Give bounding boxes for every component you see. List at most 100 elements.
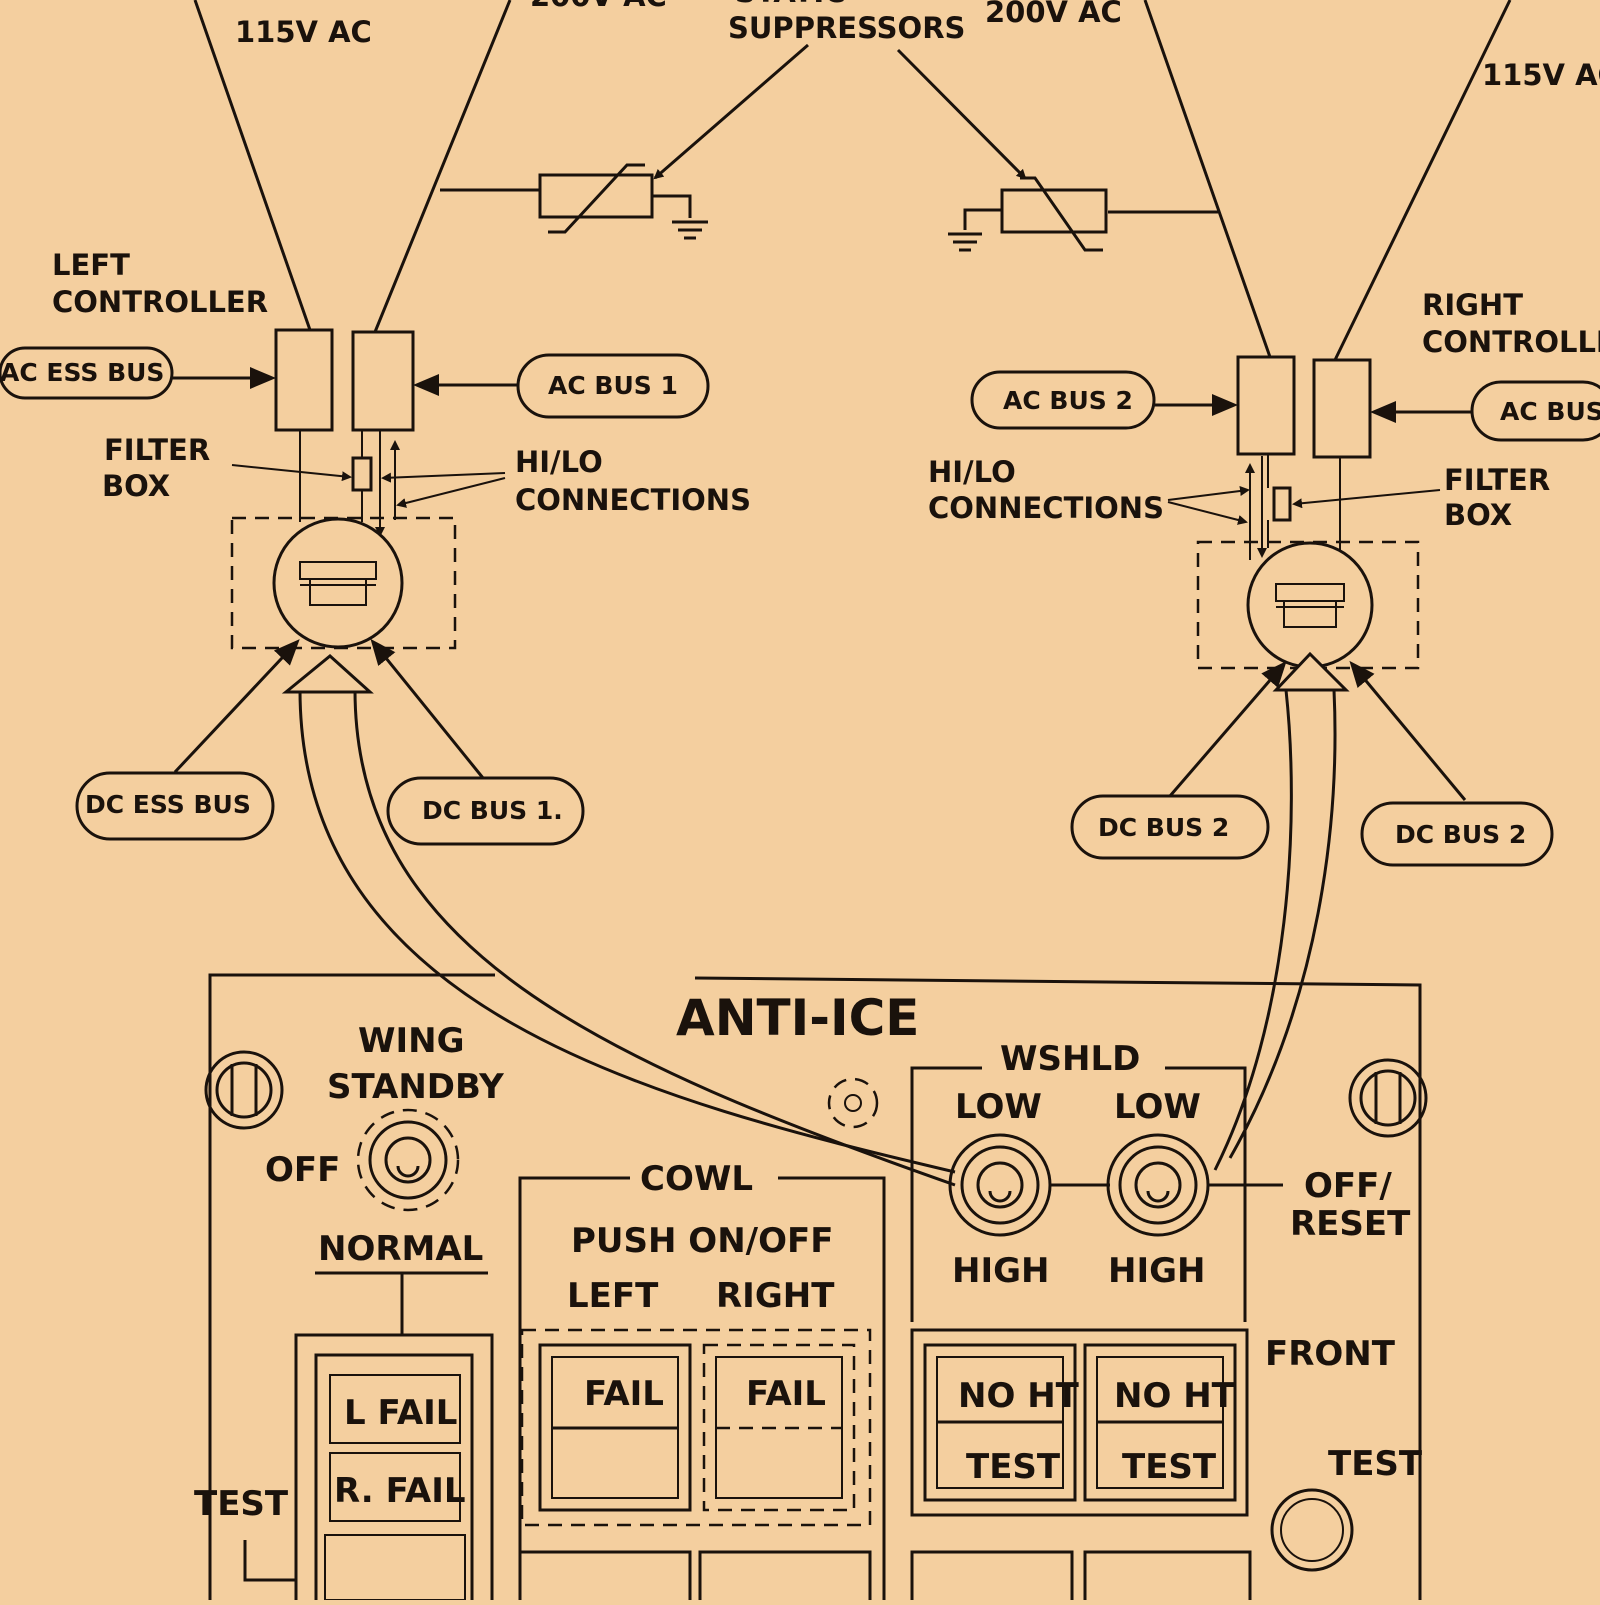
leader-right-filter [1292, 489, 1441, 509]
leader-suppressor-left [653, 43, 809, 180]
label-ac-ess-bus: AC ESS BUS [0, 358, 164, 387]
r-fail-light[interactable] [329, 1452, 461, 1522]
arrow-dc-ess-bus [173, 639, 300, 774]
wshld-knob-1[interactable] [948, 1133, 1052, 1237]
leader-left-hilo-1 [381, 472, 506, 483]
label-dc-bus-2-left: DC BUS 2 [1098, 813, 1229, 842]
arrow-dc-bus-1 [370, 638, 485, 779]
wshld-high-1: HIGH [952, 1251, 1049, 1291]
wshld-low-1: LOW [955, 1087, 1042, 1127]
pill-dc-bus-1 [386, 776, 585, 846]
off-reset-label-2: RESET [1290, 1204, 1411, 1244]
leader-right-hilo-1 [1167, 486, 1250, 501]
test-right-label: TEST [1328, 1444, 1423, 1484]
arrow-dc-bus-2-left [1168, 660, 1287, 797]
label-dc-bus-1: DC BUS 1. [422, 796, 563, 825]
left-filter-label-1: FILTER [104, 433, 210, 467]
no-ht-test-button-2[interactable] [1083, 1343, 1237, 1502]
no-ht-label-1: NO HT [958, 1376, 1080, 1416]
label-ac-bus-1: AC BUS 1 [548, 371, 678, 400]
l-fail-light[interactable] [329, 1374, 461, 1444]
wire-left-115v [193, 0, 312, 331]
right-switch-housing [1196, 540, 1420, 670]
curved-arrow-left-wshld [281, 654, 956, 1187]
test-left-bracket [243, 1540, 296, 1582]
blank-light[interactable] [324, 1534, 466, 1601]
cowl-label: COWL [640, 1159, 753, 1199]
static-suppressor-left [538, 163, 708, 240]
label-ac-bus-right: AC BUS [1500, 397, 1600, 426]
left-filter-box [351, 456, 373, 492]
test-label-1: TEST [966, 1447, 1061, 1487]
left-controller-title-2: CONTROLLER [52, 285, 268, 319]
cowl-lower-left [518, 1550, 692, 1605]
right-rotary-switch-icon [1246, 541, 1374, 669]
label-left-200v: 200V AC [530, 0, 667, 13]
arrow-dc-bus-2-right [1349, 660, 1467, 801]
fail-stack-frame [294, 1333, 494, 1605]
wshld-low-2: LOW [1114, 1087, 1201, 1127]
wing-off-label: OFF [265, 1150, 340, 1190]
push-on-off-label: PUSH ON/OFF [571, 1221, 833, 1261]
screw-left-icon [204, 1050, 284, 1130]
left-controller-relay-2 [351, 330, 415, 432]
off-reset-label-1: OFF/ [1304, 1166, 1392, 1206]
label-dc-bus-2-right: DC BUS 2 [1395, 820, 1526, 849]
l-fail-label: L FAIL [344, 1393, 457, 1433]
wshld-bracket [910, 1066, 1247, 1322]
label-right-115v: 115V AC [1482, 58, 1600, 92]
label-right-200v: 200V AC [985, 0, 1122, 29]
leader-right-hilo-2 [1167, 501, 1248, 525]
small-screw-icon [827, 1077, 879, 1129]
left-hilo-label-1: HI/LO [515, 445, 603, 479]
panel-frame [208, 973, 1422, 1600]
left-switch-housing [230, 516, 457, 650]
leader-left-hilo-2 [396, 477, 506, 508]
panel-title: ANTI-ICE [676, 989, 919, 1047]
curved-arrow-right-wshld [1213, 651, 1350, 1171]
wing-label-2: STANDBY [327, 1067, 504, 1107]
label-static: STATIC [735, 0, 845, 9]
right-hilo-label-2: CONNECTIONS [928, 491, 1164, 525]
cowl-right-label: RIGHT [716, 1276, 835, 1316]
left-hilo-label-2: CONNECTIONS [515, 483, 751, 517]
wire-right-115v [1333, 0, 1512, 361]
wing-label-1: WING [358, 1021, 465, 1061]
cowl-left-label: LEFT [567, 1276, 659, 1316]
wshld-label: WSHLD [1000, 1039, 1140, 1079]
right-filter-label-1: FILTER [1444, 463, 1550, 497]
right-hilo-label-1: HI/LO [928, 455, 1016, 489]
wire-right-200v [1143, 0, 1272, 358]
pill-ac-bus-2 [970, 370, 1156, 430]
label-left-115v: 115V AC [235, 15, 372, 49]
static-suppressor-right [948, 176, 1108, 252]
right-controller-title-2: CONTROLLER [1422, 325, 1600, 359]
cowl-left-fail-label: FAIL [584, 1374, 664, 1414]
no-ht-test-button-1[interactable] [923, 1343, 1077, 1502]
no-ht-lower-right [1083, 1550, 1252, 1605]
right-filter-label-2: BOX [1444, 498, 1512, 532]
r-fail-label: R. FAIL [334, 1471, 466, 1511]
left-rotary-switch-icon [272, 517, 404, 649]
label-ac-bus-2: AC BUS 2 [1003, 386, 1133, 415]
pill-ac-ess-bus [0, 346, 174, 400]
wing-normal-label: NORMAL [318, 1229, 483, 1269]
wing-normal-underline [315, 1271, 488, 1335]
no-ht-frame [910, 1328, 1249, 1517]
left-controller-title-1: LEFT [52, 248, 130, 282]
cowl-right-button[interactable] [702, 1343, 856, 1512]
cowl-left-button[interactable] [538, 1343, 692, 1512]
leader-left-filter [231, 464, 352, 482]
wing-standby-knob[interactable] [356, 1108, 460, 1212]
pill-dc-ess-bus [75, 771, 275, 841]
fail-stack-inner [314, 1353, 474, 1605]
cowl-lower-right [698, 1550, 872, 1605]
right-controller-relay-2 [1312, 358, 1372, 459]
wshld-knob-2[interactable] [1106, 1133, 1210, 1237]
screw-right-icon [1348, 1058, 1428, 1138]
front-label: FRONT [1265, 1334, 1396, 1374]
wire-left-200v [373, 0, 512, 333]
test-button-round[interactable] [1270, 1488, 1354, 1572]
